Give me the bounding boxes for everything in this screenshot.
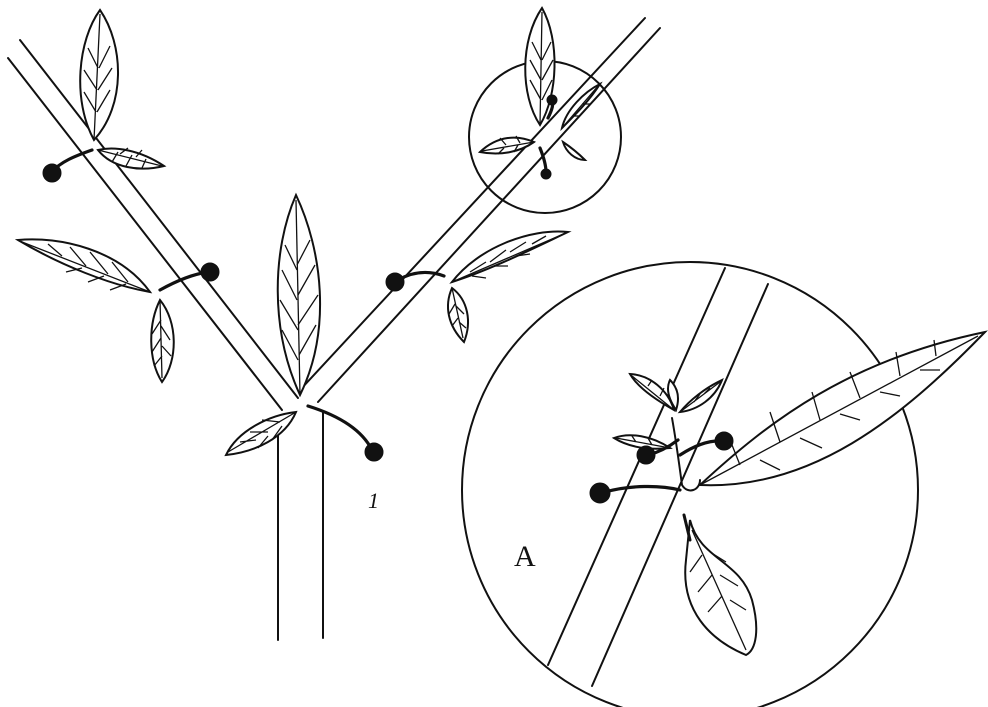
fork-fruit bbox=[308, 406, 383, 461]
right-branch bbox=[300, 18, 660, 402]
right-leaf-large bbox=[452, 231, 568, 282]
detail-circle-a bbox=[462, 262, 918, 707]
fork-small-leaf bbox=[226, 412, 296, 455]
left-fruit-1 bbox=[43, 150, 92, 182]
detail-node bbox=[672, 418, 700, 540]
left-top-leaf bbox=[80, 10, 118, 140]
central-leaf bbox=[278, 195, 320, 395]
right-fruit bbox=[386, 273, 444, 291]
main-stem bbox=[278, 412, 323, 640]
node-label: 1 bbox=[368, 488, 379, 513]
detail-label: A bbox=[514, 540, 536, 573]
left-leaf-large bbox=[18, 239, 150, 292]
detail-large-leaf bbox=[700, 332, 985, 485]
right-leaf-small bbox=[448, 288, 468, 342]
left-leaf-small-1 bbox=[98, 148, 164, 169]
small-circle-leaves bbox=[480, 8, 600, 179]
left-leaf-small-2 bbox=[151, 300, 174, 382]
detail-small-leaves bbox=[614, 374, 722, 449]
detail-lower-leaf bbox=[685, 520, 756, 655]
